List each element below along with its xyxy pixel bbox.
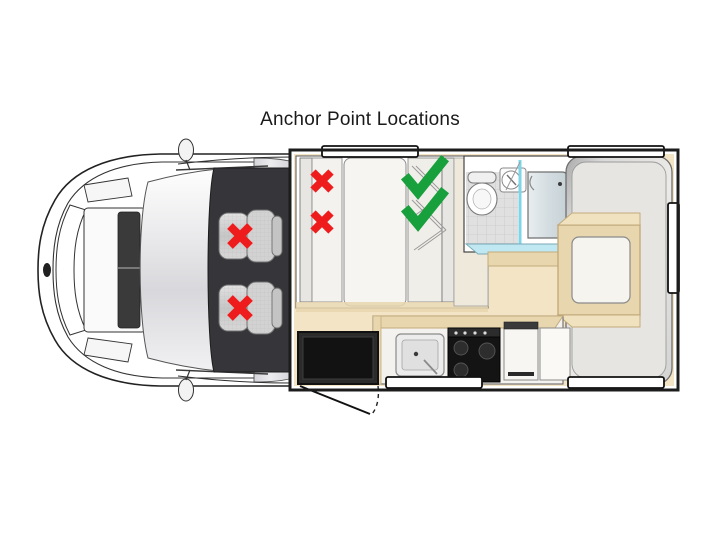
entry-door-group[interactable] [297,331,380,415]
headlight-upper [83,177,133,203]
marker-x-dinette-left-upper [310,169,334,193]
roof-rail-lower [177,375,293,384]
rear-lounge-beige-chamfer-lower [556,314,641,328]
dinette-table [343,157,407,307]
habitation-box-group [288,145,680,415]
cab-seat-passenger [218,281,283,335]
page-title: Anchor Point Locations [260,109,460,130]
rear-lounge-beige-chamfer [556,212,641,226]
habitation-wall-stroke [288,148,680,392]
entry-door-panel[interactable] [302,336,374,380]
rear-lounge-group [556,155,673,385]
kitchen-tall-cabinet [539,327,571,381]
marker-check-dinette-right-upper [400,154,450,200]
fridge-cabinet [503,321,539,381]
headlight-lower [83,337,133,363]
window-bottom-right [567,376,665,389]
rear-table [571,236,631,304]
vehicle-cab-group [37,138,297,402]
vehicle-body-inner-line [52,161,285,379]
dinette-left-seat-back [299,157,313,303]
side-mirror-lower [178,369,194,402]
anchor-point-markers [227,154,450,321]
dinette-beige-skirt [296,302,488,312]
hand-basin-fixture [499,167,527,193]
cab-seat-driver [218,209,283,263]
marker-x-cab-driver-seat [227,223,253,249]
kitchen-group [372,315,571,385]
cab-interior-floor [207,167,293,373]
roof-rail-upper [177,156,293,165]
marker-check-dinette-right-lower [400,186,450,232]
front-bumper [55,204,87,336]
window-bottom-left [385,376,483,389]
cooktop-four-burner [447,327,501,383]
dinette-right-seat-back [441,157,455,303]
grille-slat-dark [117,211,141,329]
marker-x-dinette-left-lower [310,210,334,234]
bathroom-partition-diagonal [505,161,521,191]
front-sensor-icon [43,263,51,277]
side-mirror-upper [178,138,194,171]
marker-x-cab-passenger-seat [227,295,253,321]
toilet-fixture [466,171,498,216]
kitchen-sink [395,333,445,377]
